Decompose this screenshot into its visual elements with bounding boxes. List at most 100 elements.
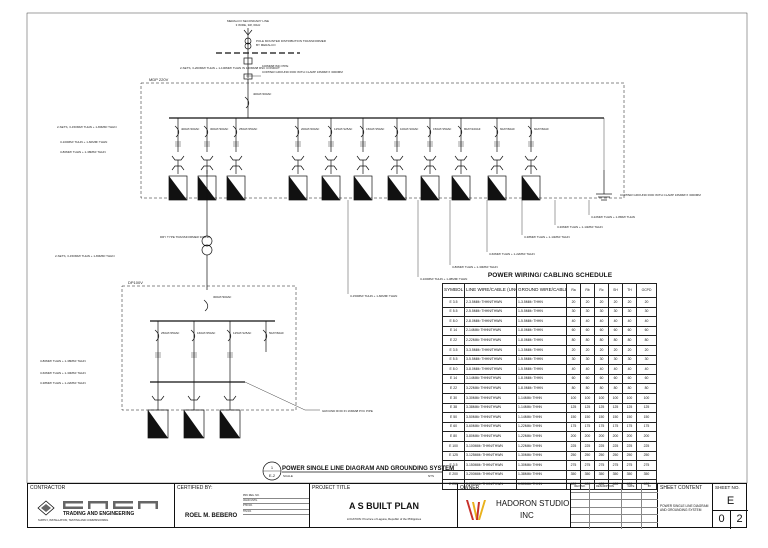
svg-text:50AT/60AF: 50AT/60AF [269, 331, 284, 335]
svg-text:125AT/125AF: 125AT/125AF [233, 331, 251, 335]
schedule-cell: 1-5.5MM² THHN [516, 306, 567, 318]
schedule-cell: 175 [566, 421, 581, 433]
schedule-cell: E 30 [442, 392, 465, 404]
schedule-cell: 1-14MM² THHN [516, 392, 567, 404]
schedule-cell: 60 [566, 325, 581, 337]
svg-text:E-2: E-2 [269, 473, 276, 478]
schedule-cell: 2-22MM² THHN/THWN [464, 335, 517, 346]
mdp-panel [226, 175, 246, 201]
owner-logo-icon [466, 500, 486, 520]
schedule-cell: 225 [622, 440, 637, 452]
schedule-cell: 250 [566, 450, 581, 462]
sheet-no-cell: SHEET NO. E 0 2 [713, 484, 748, 529]
schedule-cell: 40 [622, 364, 637, 375]
schedule-cell: 275 [566, 460, 581, 471]
schedule-cell: 80 [594, 383, 609, 394]
schedule-cell: 30 [608, 354, 623, 366]
schedule-cell: 1-8.0MM² THHN [516, 383, 567, 394]
schedule-cell: E 200 [442, 469, 465, 481]
schedule-cell: 20 [622, 297, 637, 308]
ground-rod-assembly: COPPER GROUND ROD WITH CLAMP 16MMØ X 300… [596, 118, 701, 201]
owner-cell: OWNER HADORON STUDIO INC [458, 484, 571, 527]
mdp-breaker: 250AT/250AF [226, 118, 257, 201]
schedule-cell: 40 [566, 316, 581, 327]
schedule-cell: 60 [580, 373, 595, 385]
schedule-cell: E 125 [442, 450, 465, 462]
schedule-cell: 30 [566, 306, 581, 318]
schedule-header: Ra [566, 283, 581, 298]
contractor-cell: CONTRACTOR TRADING AND ENGINEERING SUPPL… [28, 484, 175, 527]
schedule-cell: 20 [608, 297, 623, 308]
schedule-cell: 1-3.5MM² THHN [516, 297, 567, 308]
schedule-cell: 40 [594, 364, 609, 375]
schedule-cell: 3-125MM² THHN/THWN [464, 450, 517, 462]
schedule-cell: 250 [636, 450, 657, 462]
schedule-cell: 1-8.0MM² THHN [516, 335, 567, 346]
schedule-cell: 225 [636, 440, 657, 452]
schedule-cell: E 60 [442, 421, 465, 433]
svg-text:3-60MM² THHN + 1-22MM² THHN: 3-60MM² THHN + 1-22MM² THHN [489, 252, 535, 256]
schedule-header: TH [622, 283, 637, 298]
schedule-cell: 1-14MM² THHN [516, 402, 567, 414]
schedule-cell: 20 [594, 297, 609, 308]
svg-text:80AT/100AF: 80AT/100AF [464, 127, 481, 131]
schedule-cell: 3-5.5MM² THHN/THWN [464, 354, 517, 366]
schedule-cell: 275 [622, 460, 637, 471]
schedule-cell: 175 [594, 421, 609, 433]
schedule-cell: 60 [566, 373, 581, 385]
schedule-cell: 60 [622, 325, 637, 337]
schedule-cell: 1-30MM² THHN [516, 460, 567, 471]
schedule-cell: 200 [566, 431, 581, 442]
schedule-cell: 250 [580, 450, 595, 462]
schedule-cell: E 5.5 [442, 306, 465, 318]
schedule-cell: 3-22MM² THHN/THWN [464, 383, 517, 394]
utility-note-2: 3 WIRE, 3Ø, 60Hz [236, 23, 261, 27]
schedule-cell: 60 [594, 325, 609, 337]
mdp-enclosure [140, 82, 625, 199]
svg-text:150AT/150AF: 150AT/150AF [433, 127, 451, 131]
schedule-cell: 20 [566, 297, 581, 308]
mdp-panel [168, 175, 188, 201]
schedule-cell: 30 [594, 354, 609, 366]
ground-note: COPPER GROUND ROD WITH CLAMP 16MMØ X 300… [262, 70, 343, 74]
schedule-cell: E 50 [442, 412, 465, 423]
pole-transformer-note: POLE MOUNTED DISTRIBUTION TRANSFORMER [256, 39, 327, 43]
schedule-cell: E 14 [442, 373, 465, 385]
schedule-cell: 225 [580, 440, 595, 452]
schedule-cell: E 5.5 [442, 354, 465, 366]
dp-ground: GROUND ROD IN 16MMØ PVC PIPE [305, 409, 373, 413]
schedule-cell: 1-22MM² THHN [516, 440, 567, 452]
dp-panel [147, 409, 169, 439]
schedule-cell: 60 [594, 373, 609, 385]
svg-text:3-100MM² THHN + 1-60MM² THHN: 3-100MM² THHN + 1-60MM² THHN [60, 140, 107, 144]
schedule-cell: 30 [636, 354, 657, 366]
schedule-cell: 175 [622, 421, 637, 433]
svg-text:3-30MM² THHN + 1-14MM² THHN: 3-30MM² THHN + 1-14MM² THHN [557, 225, 603, 229]
svg-text:150AT/150AF: 150AT/150AF [366, 127, 384, 131]
revision-header: DATE [627, 485, 635, 488]
sheet-letter: E [726, 495, 735, 507]
schedule-cell: 100 [608, 392, 623, 404]
schedule-cell: 1-30MM² THHN [516, 450, 567, 462]
svg-text:1: 1 [271, 465, 274, 470]
certifier-name: ROEL M. BEBERO [185, 513, 238, 519]
svg-text:3-150MM² THHN + 1-60MM² THHN: 3-150MM² THHN + 1-60MM² THHN [350, 294, 397, 298]
revision-header: BY [647, 485, 652, 488]
schedule-cell: 30 [622, 306, 637, 318]
schedule-cell: 125 [608, 402, 623, 414]
svg-text:3-60MM² THHN + 1-30MM² THHN: 3-60MM² THHN + 1-30MM² THHN [40, 371, 86, 375]
schedule-cell: 200 [580, 431, 595, 442]
owner-sub: INC [520, 511, 534, 520]
schedule-cell: 40 [580, 316, 595, 327]
pole-transformer-note-2: BY MERALCO [256, 43, 276, 47]
sheet-total: 2 [736, 513, 743, 525]
schedule-cell: 3-80MM² THHN/THWN [464, 431, 517, 442]
schedule-cell: 80 [566, 383, 581, 394]
schedule-cell: 60 [622, 373, 637, 385]
